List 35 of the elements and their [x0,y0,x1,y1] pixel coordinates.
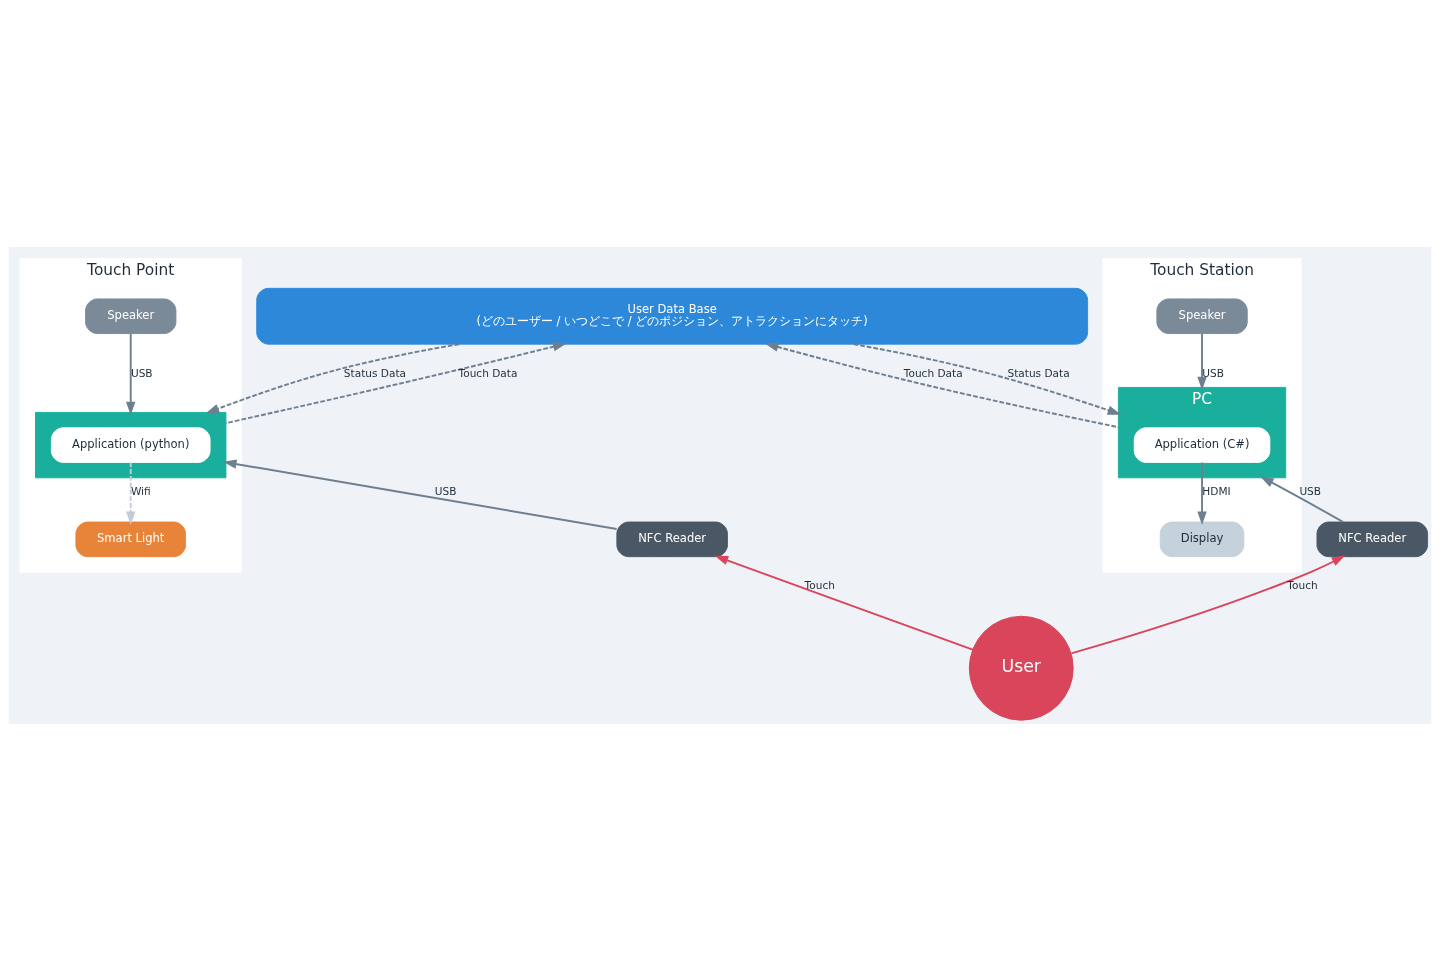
node-box: Smart Light [75,521,186,558]
node-box: NFC Reader [616,521,728,558]
node-circle: User [968,615,1074,721]
edge-label: USB [130,366,153,379]
edge-label: Wifi [130,484,151,497]
node-box: Application (python) [50,427,211,463]
node-box: NFC Reader [1316,521,1429,558]
arrow [1070,555,1346,655]
arrow [1197,332,1207,391]
edge-label: HDMI [1202,484,1231,497]
edge-label: Status Data [343,366,407,379]
arrow [764,342,1120,429]
edge-label: USB [434,484,457,497]
edge-label: USB [1299,484,1322,497]
arrow [126,461,136,525]
cluster [35,411,227,479]
edge-label: Touch Data [903,366,963,379]
arrow [714,555,974,651]
edge-label: USB [1202,366,1224,379]
node-box: Speaker [1156,298,1248,335]
arrow [205,343,461,414]
arrow [126,332,136,416]
node-box: User Data Base (どのユーザー / いつどこで / どのポジション、アトラクションにタッチ) [256,287,1089,345]
edge-label: Touch [804,579,835,592]
arrow [1260,476,1344,523]
edge-label: Touch [1287,579,1318,592]
arrow [223,459,618,530]
arrow [852,343,1122,415]
node-box: Speaker [85,298,177,335]
arrow [1197,461,1207,525]
node-box: Display [1159,521,1245,558]
edge-label: Status Data [1007,366,1070,379]
arrow [224,342,567,425]
node-box: Application (C#) [1133,427,1271,463]
edge-label: Touch Data [458,366,518,379]
